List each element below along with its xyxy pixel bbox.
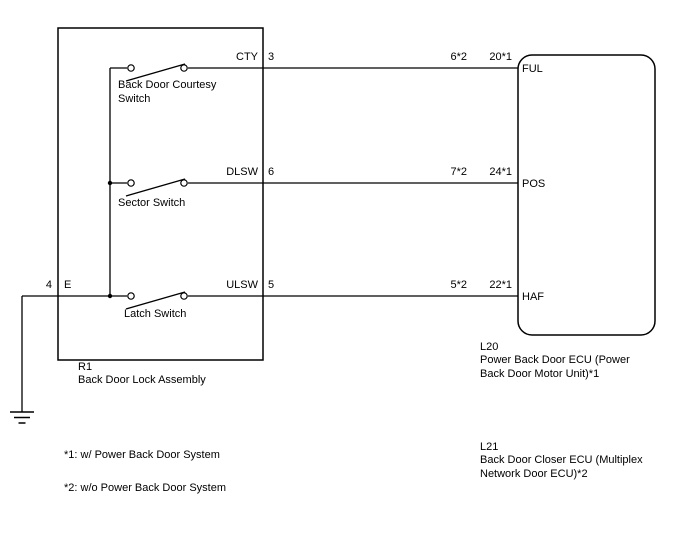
ecu-pin-with-ulsw: 22*1 <box>489 279 512 291</box>
footnote-2: *2: w/o Power Back Door System <box>64 482 227 494</box>
switch-label-courtesy: Back Door Courtesy Switch <box>118 79 217 106</box>
terminal-label-cty: CTY <box>236 51 258 63</box>
courtesy-switch-blade <box>125 63 186 82</box>
ecu-pin-with-cty: 20*1 <box>489 51 512 63</box>
ecu-l20-box <box>517 54 656 336</box>
latch-switch-terminal <box>127 292 135 300</box>
ecu-l20-ref: L20 <box>480 341 499 353</box>
ecu-pin-without-dlsw: 7*2 <box>450 166 467 178</box>
switch-label-latch: Latch Switch <box>124 308 187 320</box>
ecu-terminal-haf: HAF <box>522 291 544 303</box>
sector-switch-terminal <box>127 179 135 187</box>
ecu-l20-name: Power Back Door ECU (Power Back Door Mot… <box>480 354 630 381</box>
terminal-label-ulsw: ULSW <box>226 279 258 291</box>
terminal-label-dlsw: DLSW <box>226 166 258 178</box>
sector-switch-terminal <box>180 179 188 187</box>
sector-switch-blade <box>125 178 186 197</box>
courtesy-switch-terminal <box>127 64 135 72</box>
ecu-pin-without-cty: 6*2 <box>450 51 467 63</box>
ecu-pin-without-ulsw: 5*2 <box>450 279 467 291</box>
ecu-terminal-pos: POS <box>522 178 546 190</box>
lock-assembly-name: Back Door Lock Assembly <box>78 374 206 386</box>
courtesy-switch-terminal <box>180 64 188 72</box>
pin-name-ground: E <box>64 279 72 291</box>
latch-switch-symbol <box>58 291 188 310</box>
pin-number-cty: 3 <box>268 51 275 63</box>
courtesy-switch-symbol <box>110 63 188 82</box>
lock-assembly-ref: R1 <box>78 361 93 373</box>
ground-symbol <box>10 411 34 424</box>
lock-assembly-box <box>57 27 264 361</box>
switch-label-sector: Sector Switch <box>118 197 186 209</box>
ecu-pin-with-dlsw: 24*1 <box>489 166 512 178</box>
pin-number-dlsw: 6 <box>268 166 275 178</box>
pin-number-ulsw: 5 <box>268 279 275 291</box>
ecu-l21-name: Back Door Closer ECU (Multiplex Network … <box>480 454 643 481</box>
ecu-terminal-ful: FUL <box>522 63 543 75</box>
sector-switch-symbol <box>110 178 188 197</box>
ecu-l21-ref: L21 <box>480 441 499 453</box>
latch-switch-terminal <box>180 292 188 300</box>
pin-number-ground: 4 <box>45 279 52 291</box>
latch-switch-blade <box>125 291 186 310</box>
footnote-1: *1: w/ Power Back Door System <box>64 449 220 461</box>
